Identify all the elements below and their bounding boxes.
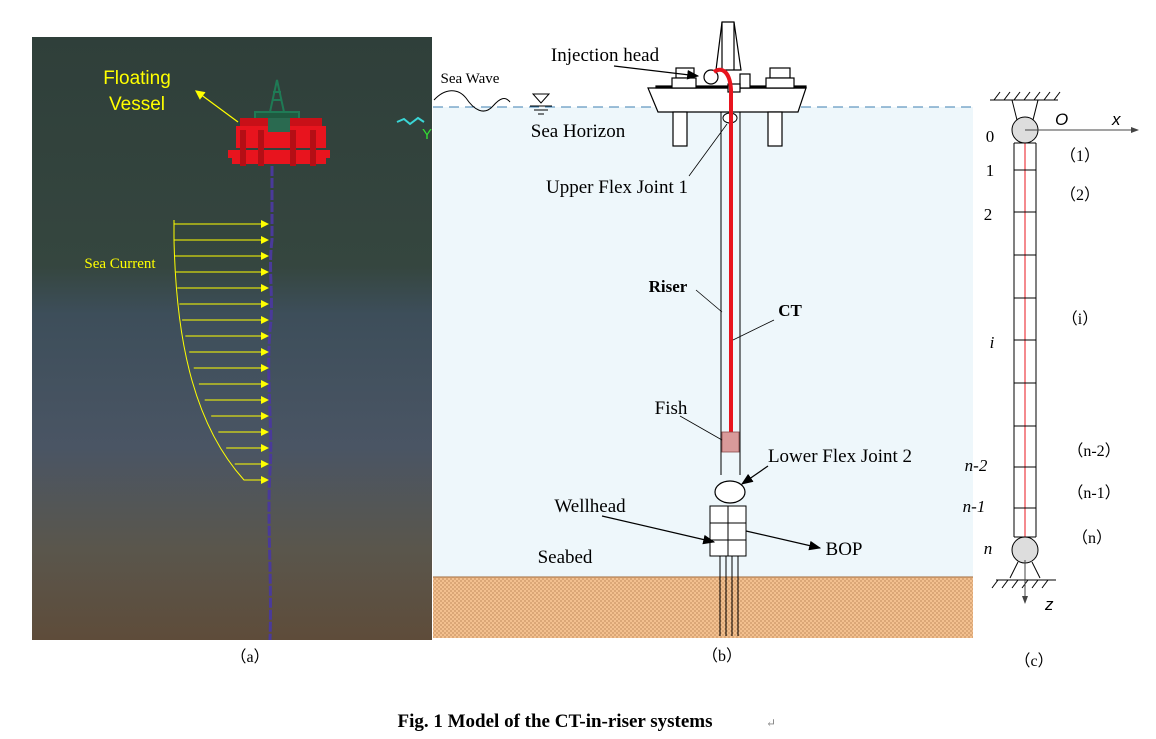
axis-triad: Y	[396, 116, 432, 143]
vessel-arrow	[195, 90, 239, 123]
element-label-i: （i）	[1062, 310, 1098, 328]
lower-flex-joint-leader	[741, 465, 769, 485]
caption-a: （a）	[230, 648, 269, 666]
upper-flex-joint-leader	[688, 123, 728, 177]
node-label-1: 1	[986, 161, 995, 180]
bottom-support	[991, 561, 1056, 589]
element-label-2: （2）	[1060, 186, 1100, 204]
panel-a-background	[32, 37, 432, 640]
caption-c: （c）	[1014, 652, 1053, 670]
sea-wave-label: Sea Wave	[441, 71, 500, 87]
panel-b: Injection head Sea Wave Sea Horizon Uppe…	[433, 21, 975, 638]
ct-leader	[732, 319, 775, 341]
node-label-n-1: n-1	[963, 497, 986, 516]
injection-head-label: Injection head	[551, 45, 660, 66]
sea-current-label: Sea Current	[84, 256, 156, 272]
well-casing	[719, 556, 739, 636]
wellhead-leader	[601, 515, 716, 545]
bop-leader	[745, 530, 822, 551]
node-label-n: n	[984, 539, 993, 558]
wellhead-label: Wellhead	[554, 496, 626, 517]
floating-vessel-label-2: Vessel	[109, 94, 165, 115]
sea-current-profile	[173, 220, 269, 484]
riser-model-line	[267, 166, 274, 641]
sea-horizon-label: Sea Horizon	[531, 121, 626, 142]
seabed-label: Seabed	[538, 547, 593, 568]
upper-flex-joint-label: Upper Flex Joint 1	[546, 177, 688, 198]
panel-c: O x z 0 1 2 i n-2 n-1 n （1） （2） （i） （n-2…	[963, 91, 1139, 614]
water-level-icon	[530, 93, 552, 115]
node-label-2: 2	[984, 205, 993, 224]
lower-flex-joint-label: Lower Flex Joint 2	[768, 446, 912, 467]
riser-label: Riser	[649, 277, 688, 296]
element-label-n-2: （n-2）	[1067, 442, 1120, 460]
z-axis-label: z	[1044, 595, 1054, 614]
floating-vessel-model	[228, 118, 330, 166]
injection-head-leader	[613, 65, 700, 80]
ct-line	[712, 67, 733, 432]
riser-pipe	[720, 112, 741, 475]
caption-b: （b）	[702, 647, 742, 665]
sea-wave-curve	[433, 90, 511, 112]
floating-vessel-label-1: Floating	[103, 68, 171, 89]
ct-label: CT	[778, 301, 802, 320]
lower-flex-joint-icon	[714, 480, 746, 504]
bottom-hinge	[1011, 536, 1039, 564]
panel-a: Y Floating Vessel Sea Current	[32, 37, 432, 641]
element-label-n-1: （n-1）	[1067, 484, 1120, 502]
element-label-n: （n）	[1072, 529, 1112, 547]
element-label-1: （1）	[1060, 147, 1100, 165]
caption-return-mark: ↵	[766, 716, 776, 730]
injection-head-icon	[703, 69, 719, 85]
bop-label: BOP	[826, 539, 863, 560]
water-region	[433, 107, 973, 577]
node-label-n-2: n-2	[965, 456, 988, 475]
seabed-region	[433, 577, 973, 638]
x-axis-label: x	[1111, 110, 1121, 129]
origin-label: O	[1055, 110, 1068, 129]
axis-marker-y: Y	[422, 126, 432, 143]
fish-label: Fish	[655, 398, 688, 419]
node-label-i: i	[990, 333, 995, 352]
node-label-0: 0	[986, 127, 995, 146]
bop-stack	[709, 505, 747, 557]
fish-leader	[679, 415, 723, 441]
riser-leader	[695, 289, 723, 313]
fem-beam	[1013, 142, 1037, 538]
fish-block	[721, 431, 740, 453]
figure-caption: Fig. 1 Model of the CT-in-riser systems	[397, 711, 712, 732]
